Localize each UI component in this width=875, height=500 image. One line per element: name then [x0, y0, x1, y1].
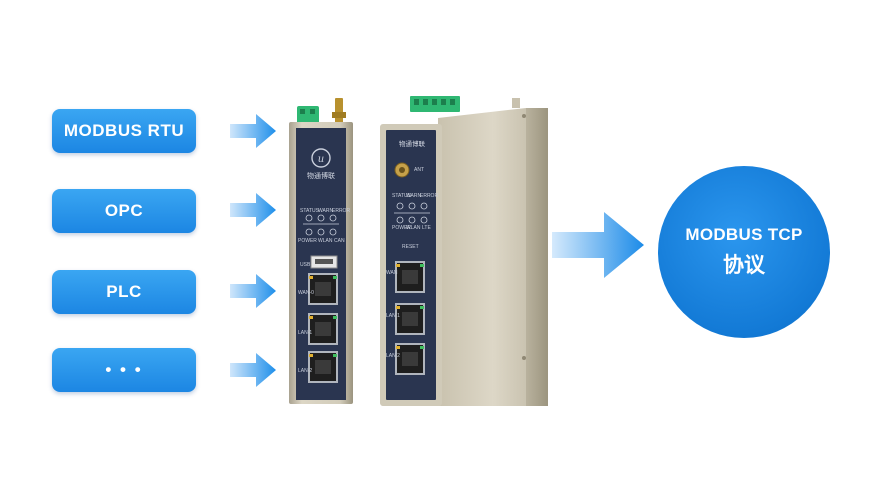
target-protocol-circle: MODBUS TCP 协议	[658, 166, 830, 338]
label-status: STATUS	[392, 193, 411, 199]
gateway-small-device: u 物通博联	[289, 98, 353, 404]
label-status: STATUS	[300, 208, 319, 214]
arrow-right-icon	[230, 353, 276, 387]
label-error: ERROR	[420, 193, 439, 199]
source-modbus-rtu: MODBUS RTU	[52, 109, 196, 153]
source-plc: PLC	[52, 270, 196, 314]
source-opc: OPC	[52, 189, 196, 233]
arrow-right-icon	[230, 274, 276, 308]
arrow-right-large-icon	[552, 212, 644, 278]
label-warn: WARN	[406, 193, 422, 199]
label-usb: USB	[300, 262, 311, 268]
svg-text:u: u	[318, 154, 324, 165]
label-power: POWER	[298, 238, 317, 244]
svg-text:物通博联: 物通博联	[399, 139, 426, 148]
arrow-right-icon	[230, 193, 276, 227]
label-ant: ANT	[414, 167, 424, 173]
label-wlan: WLAN	[406, 225, 421, 231]
arrow-right-icon	[230, 114, 276, 148]
label-warn: WARN	[318, 208, 334, 214]
label-power: POWER	[392, 225, 411, 231]
label-lan1: LAN 1	[386, 313, 400, 319]
label-lan2: LAN-2	[298, 368, 313, 374]
label-wlan: WLAN	[318, 238, 333, 244]
source-more: • • •	[52, 348, 196, 392]
svg-text:物通博联: 物通博联	[307, 171, 335, 180]
gateway-large-device: 物通博联	[380, 96, 548, 406]
target-line1: MODBUS TCP	[685, 225, 803, 244]
label-reset: RESET	[402, 244, 419, 250]
label-error: ERROR	[332, 208, 351, 214]
label-wan: WAN	[386, 270, 398, 276]
target-line2: 协议	[723, 253, 765, 277]
label-wan0: WAN-0	[298, 290, 314, 296]
label-can: CAN	[334, 238, 345, 244]
label-lan2: LAN 2	[386, 353, 400, 359]
label-lte: LTE	[422, 225, 431, 231]
label-lan1: LAN-1	[298, 330, 313, 336]
